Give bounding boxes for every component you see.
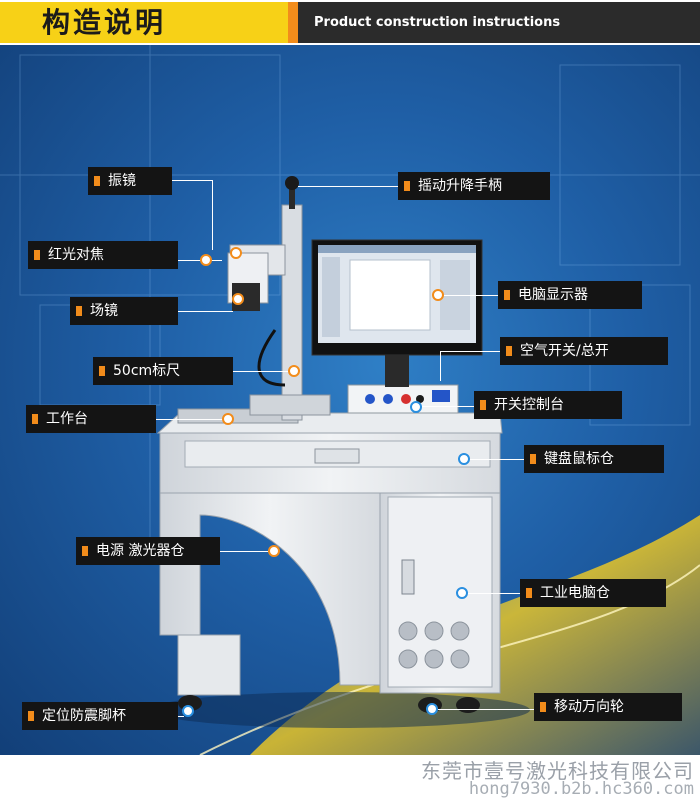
callout-worktable: 工作台	[26, 405, 156, 433]
footer: 东莞市壹号激光科技有限公司 hong7930.b2b.hc360.com	[0, 755, 700, 800]
callout-switch-console: 开关控制台	[474, 391, 622, 419]
marker-dot	[458, 453, 470, 465]
marker-dot	[432, 289, 444, 301]
machine-illustration: 振镜 红光对焦 场镜 50cm标尺 工作台 电源 激光器仓 定位防震脚杯 摇动升…	[0, 45, 700, 755]
callout-field-lens: 场镜	[70, 297, 178, 325]
marker-dot	[268, 545, 280, 557]
monitor	[311, 239, 483, 387]
title-english: Product construction instructions	[298, 2, 700, 43]
header: 构造说明 Product construction instructions	[0, 0, 700, 45]
leader-line	[422, 406, 474, 407]
domain-watermark: hong7930.b2b.hc360.com	[468, 779, 694, 799]
control-console	[347, 384, 459, 414]
leader-line	[444, 295, 498, 296]
callout-power-laser-bay: 电源 激光器仓	[76, 537, 220, 565]
leader-line	[233, 371, 288, 372]
company-watermark: 东莞市壹号激光科技有限公司	[421, 759, 694, 783]
marker-dot	[288, 365, 300, 377]
leader-line	[468, 593, 520, 594]
title-accent-bar	[288, 2, 298, 43]
leader-line	[298, 186, 400, 187]
leader-line	[440, 351, 500, 352]
leader-line	[220, 551, 268, 552]
leader-line	[440, 351, 441, 381]
callout-red-light-focus: 红光对焦	[28, 241, 178, 269]
leader-line	[156, 419, 222, 420]
marker-dot	[426, 703, 438, 715]
callout-lift-handle: 摇动升降手柄	[398, 172, 550, 200]
marker-dot	[230, 247, 242, 259]
leader-line	[178, 311, 233, 312]
marker-dot	[182, 705, 194, 717]
marker-dot	[222, 413, 234, 425]
leader-line	[438, 709, 534, 710]
cabinet	[159, 432, 501, 713]
callout-keyboard-mouse-bay: 键盘鼠标仓	[524, 445, 664, 473]
callout-anti-shock-feet: 定位防震脚杯	[22, 702, 178, 730]
leader-line	[172, 180, 212, 181]
marker-dot	[200, 254, 212, 266]
marker-dot	[410, 401, 422, 413]
callout-air-main-switch: 空气开关/总开	[500, 337, 668, 365]
callout-casters: 移动万向轮	[534, 693, 682, 721]
leader-line	[470, 459, 524, 460]
marker-dot	[456, 587, 468, 599]
laser-column	[227, 176, 331, 421]
callout-industrial-pc-bay: 工业电脑仓	[520, 579, 666, 607]
leader-line	[178, 716, 184, 717]
title-chinese: 构造说明	[0, 2, 288, 43]
callout-monitor: 电脑显示器	[498, 281, 642, 309]
callout-galvanometer: 振镜	[88, 167, 172, 195]
leader-line	[212, 180, 213, 250]
marker-dot	[232, 293, 244, 305]
callout-ruler: 50cm标尺	[93, 357, 233, 385]
